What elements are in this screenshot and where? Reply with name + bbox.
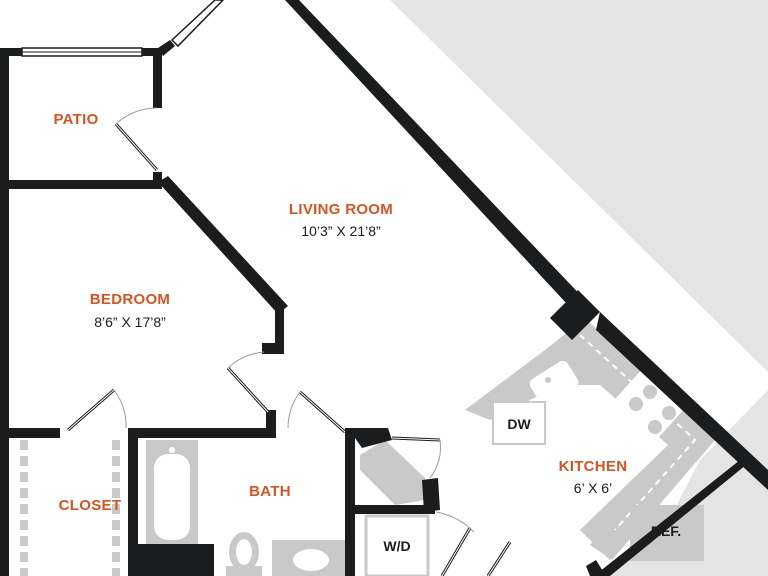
sink-icon [529, 360, 579, 406]
living-room-dimensions: 10’3” X 21’8” [301, 223, 381, 239]
exterior-shade [390, 0, 768, 576]
bedroom-dimensions: 8’6” X 17’8” [94, 314, 166, 330]
closet-label: CLOSET [59, 497, 122, 514]
bathtub-icon [146, 440, 198, 550]
vanity-icon [272, 540, 350, 576]
linen-closet [360, 440, 425, 505]
bath-label: BATH [249, 483, 291, 500]
living-room-label: LIVING ROOM [289, 201, 393, 218]
kitchen-dimensions: 6’ X 6’ [574, 480, 612, 496]
windows [21, 0, 225, 57]
counter-edge [579, 334, 697, 531]
washer-dryer-box [364, 514, 430, 576]
kitchen-label: KITCHEN [559, 458, 628, 475]
door-swings [67, 107, 512, 576]
dishwasher-box [492, 401, 546, 445]
bedroom-label: BEDROOM [90, 291, 170, 308]
toilet-icon [226, 532, 262, 576]
kitchen-counter-lower [590, 440, 715, 560]
patio-label: PATIO [53, 111, 98, 128]
washer-dryer-label: W/D [383, 538, 410, 554]
dishwasher-label: DW [507, 416, 531, 432]
refrigerator-box [630, 505, 704, 561]
